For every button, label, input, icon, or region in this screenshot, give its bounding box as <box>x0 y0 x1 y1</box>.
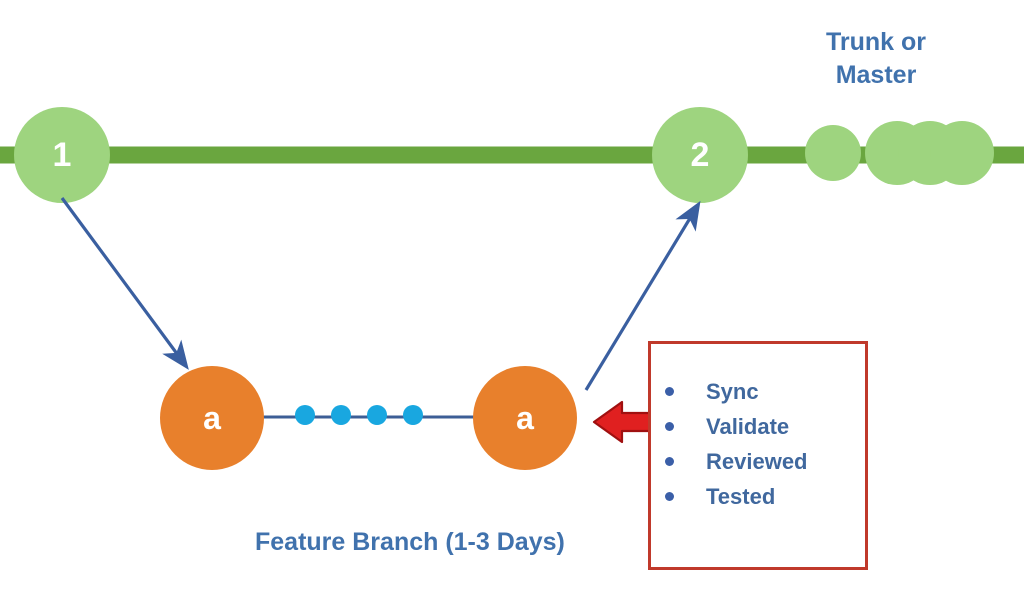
checklist-item-label: Validate <box>706 413 790 439</box>
list-item: Sync <box>665 374 865 409</box>
checklist-item-label: Sync <box>706 378 759 404</box>
feature-node-a1[interactable] <box>160 366 264 470</box>
trunk-title: Trunk or Master <box>746 26 1006 92</box>
checklist-list: Sync Validate Reviewed Tested <box>651 344 865 514</box>
trunk-node-3[interactable] <box>805 125 861 181</box>
list-item: Reviewed <box>665 444 865 479</box>
commit-dot[interactable] <box>295 405 315 425</box>
feature-node-a2[interactable] <box>473 366 577 470</box>
list-item: Validate <box>665 409 865 444</box>
bullet-icon <box>665 422 674 431</box>
trunk-node-2[interactable] <box>652 107 748 203</box>
branch-out-arrow <box>60 197 189 370</box>
feature-branch-caption: Feature Branch (1-3 Days) <box>255 528 565 556</box>
trunk-node-1[interactable] <box>14 107 110 203</box>
bullet-icon <box>665 457 674 466</box>
checklist-item-label: Tested <box>706 483 776 509</box>
commit-dot[interactable] <box>403 405 423 425</box>
callout-arrow-icon <box>592 400 654 444</box>
checklist-item-label: Reviewed <box>706 448 808 474</box>
trunk-node-6[interactable] <box>930 121 994 185</box>
trunk-title-line-2: Master <box>835 61 917 89</box>
trunk-title-line-1: Trunk or <box>825 28 926 56</box>
checklist-callout-box: Sync Validate Reviewed Tested <box>648 341 868 570</box>
bullet-icon <box>665 387 674 396</box>
commit-dot[interactable] <box>331 405 351 425</box>
list-item: Tested <box>665 479 865 514</box>
commit-dot[interactable] <box>367 405 387 425</box>
bullet-icon <box>665 492 674 501</box>
merge-in-arrow <box>584 200 701 391</box>
